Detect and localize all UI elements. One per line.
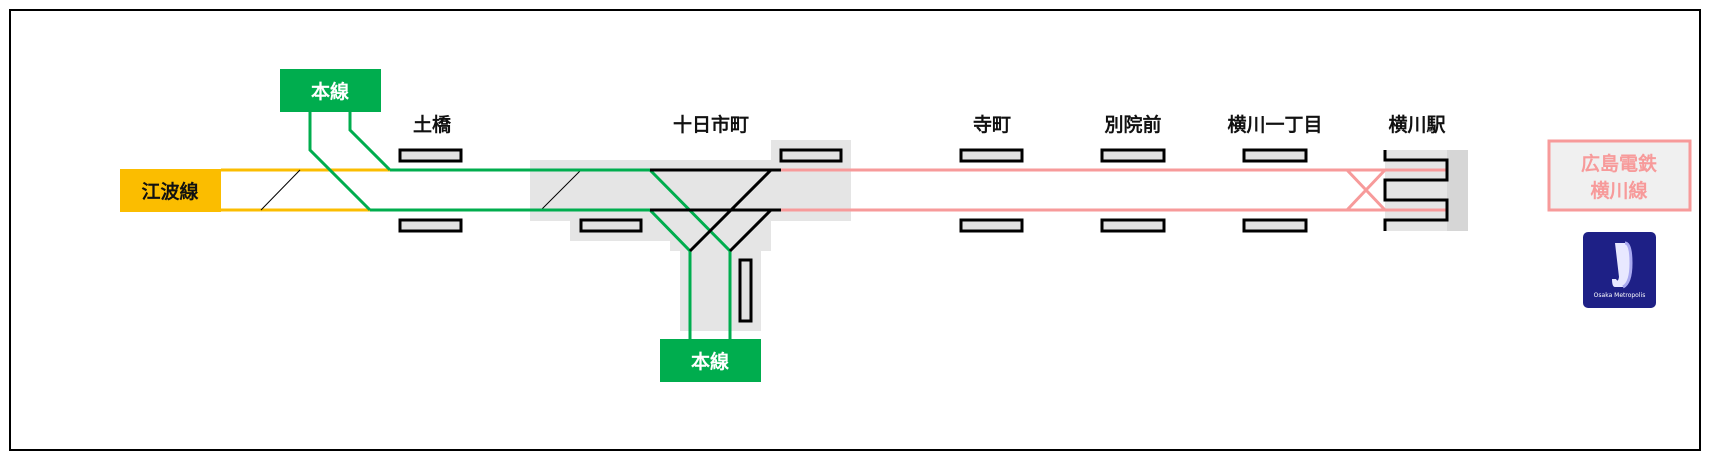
main-line-bottom-label: 本線 [691, 350, 729, 373]
osaka-metropolis-logo: Osaka Metropolis [1583, 232, 1656, 308]
yokogawa-terminal-area [1385, 150, 1468, 231]
yokogawa-line-tracks [781, 168, 1447, 212]
main-line-bottom-box [660, 339, 761, 382]
station-label-teramachi: 寺町 [973, 114, 1011, 136]
station-label-yokogawa-eki: 横川駅 [1388, 113, 1446, 136]
main-line-top-label: 本線 [311, 80, 349, 103]
eba-line-tracks [221, 168, 390, 212]
station-label-dobashi: 土橋 [413, 113, 452, 136]
eba-line-label-box [120, 169, 221, 212]
main-line-top-box [280, 69, 381, 112]
station-label-yokogawa-itchome: 横川一丁目 [1227, 113, 1322, 136]
yokogawa-line-label-box [1547, 139, 1692, 212]
crossover [260, 169, 582, 211]
yokogawa-line-label-1: 広島電鉄 [1581, 152, 1657, 175]
logo-text: Osaka Metropolis [1594, 292, 1646, 299]
platforms [398, 148, 1308, 323]
station-label-tokaichimachi: 十日市町 [673, 113, 749, 136]
yokogawa-terminal-platform [1383, 150, 1449, 231]
tokaichimachi-junction-tracks [650, 168, 781, 253]
eba-line-label: 江波線 [141, 180, 198, 203]
yokogawa-line-label-2: 横川線 [1590, 179, 1647, 202]
station-label-betsuinmae: 別院前 [1104, 113, 1161, 136]
